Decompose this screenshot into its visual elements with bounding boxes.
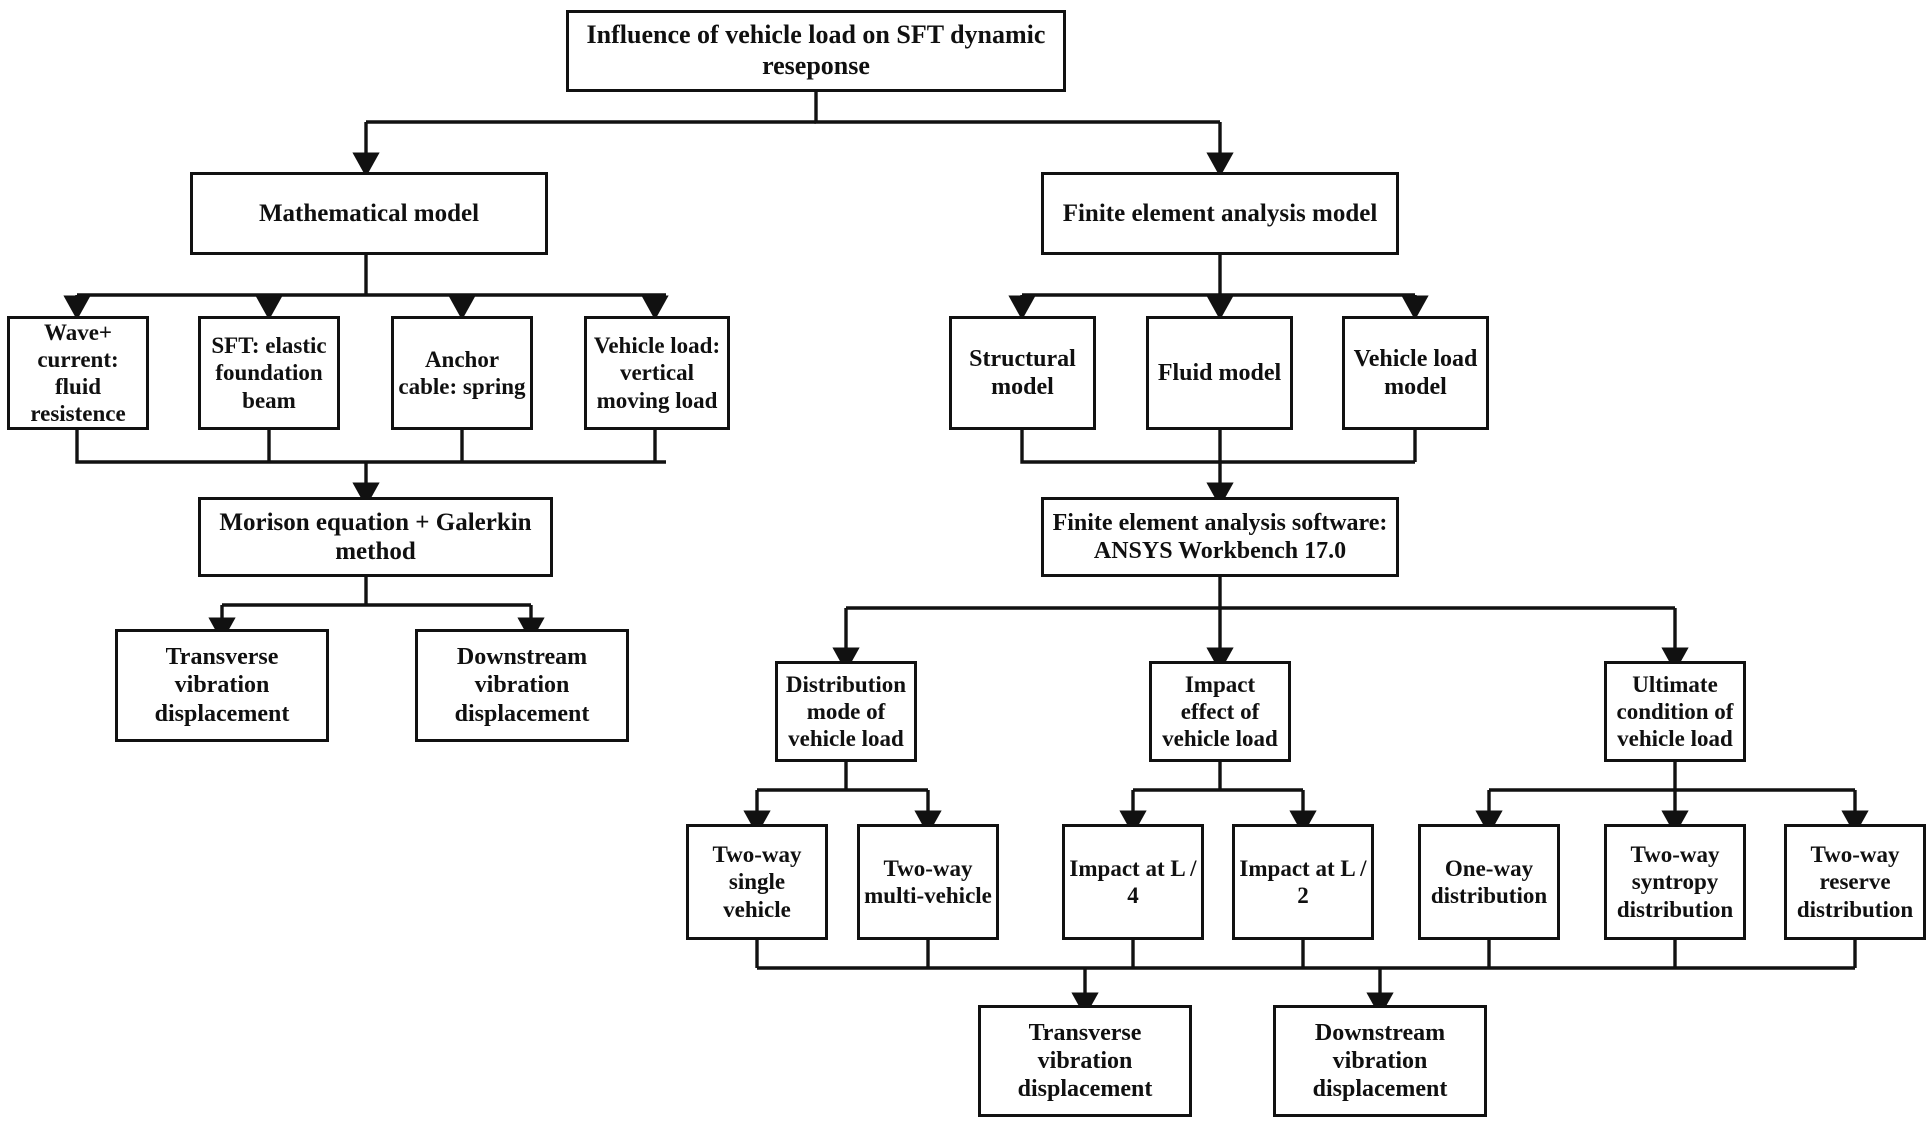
node-leaf-two-way-multi[interactable]: Two-way multi-vehicle bbox=[857, 824, 999, 940]
node-sft-beam[interactable]: SFT: elastic foundation beam bbox=[198, 316, 340, 430]
node-root-label: Influence of vehicle load on SFT dynamic… bbox=[586, 20, 1046, 80]
node-leaf-impact-l2-label: Impact at L / 2 bbox=[1239, 855, 1367, 908]
node-fea-output-transverse-label: Transverse vibration displacement bbox=[1017, 1019, 1153, 1103]
node-wave-current[interactable]: Wave+ current: fluid resistence bbox=[7, 316, 149, 430]
node-distribution-mode[interactable]: Distribution mode of vehicle load bbox=[775, 661, 917, 762]
node-morison-galerkin-label: Morison equation + Galerkin method bbox=[219, 508, 532, 566]
node-mathematical-model[interactable]: Mathematical model bbox=[190, 172, 548, 255]
node-wave-current-label: Wave+ current: fluid resistence bbox=[30, 319, 126, 427]
node-leaf-impact-l4[interactable]: Impact at L / 4 bbox=[1062, 824, 1204, 940]
node-impact-effect[interactable]: Impact effect of vehicle load bbox=[1149, 661, 1291, 762]
node-vehicle-load-moving[interactable]: Vehicle load: vertical moving load bbox=[584, 316, 730, 430]
node-anchor-cable[interactable]: Anchor cable: spring bbox=[391, 316, 533, 430]
node-math-output-transverse-label: Transverse vibration displacement bbox=[154, 644, 290, 727]
node-fea-output-downstream-label: Downstream vibration displacement bbox=[1312, 1019, 1448, 1103]
node-leaf-one-way-distribution[interactable]: One-way distribution bbox=[1418, 824, 1560, 940]
node-structural-model[interactable]: Structural model bbox=[949, 316, 1096, 430]
node-ultimate-condition[interactable]: Ultimate condition of vehicle load bbox=[1604, 661, 1746, 762]
node-fea-output-transverse[interactable]: Transverse vibration displacement bbox=[978, 1005, 1192, 1117]
node-vehicle-load-model-label: Vehicle load model bbox=[1353, 345, 1478, 400]
node-math-output-downstream-label: Downstream vibration displacement bbox=[454, 644, 590, 727]
node-structural-model-label: Structural model bbox=[969, 345, 1076, 400]
node-leaf-two-way-single[interactable]: Two-way single vehicle bbox=[686, 824, 828, 940]
node-morison-galerkin[interactable]: Morison equation + Galerkin method bbox=[198, 497, 553, 577]
node-sft-beam-label: SFT: elastic foundation beam bbox=[211, 333, 327, 413]
node-impact-effect-label: Impact effect of vehicle load bbox=[1162, 671, 1278, 752]
node-mathematical-model-label: Mathematical model bbox=[258, 199, 480, 227]
node-leaf-two-way-single-label: Two-way single vehicle bbox=[712, 842, 802, 922]
node-fluid-model[interactable]: Fluid model bbox=[1146, 316, 1293, 430]
node-vehicle-load-moving-label: Vehicle load: vertical moving load bbox=[593, 333, 721, 413]
node-math-output-downstream[interactable]: Downstream vibration displacement bbox=[415, 629, 629, 742]
node-math-output-transverse[interactable]: Transverse vibration displacement bbox=[115, 629, 329, 742]
node-leaf-two-way-syntropy-label: Two-way syntropy distribution bbox=[1616, 842, 1734, 922]
node-vehicle-load-model[interactable]: Vehicle load model bbox=[1342, 316, 1489, 430]
node-leaf-two-way-reserve-label: Two-way reserve distribution bbox=[1796, 842, 1914, 922]
node-fea-model[interactable]: Finite element analysis model bbox=[1041, 172, 1399, 255]
node-fea-output-downstream[interactable]: Downstream vibration displacement bbox=[1273, 1005, 1487, 1117]
node-fea-model-label: Finite element analysis model bbox=[1062, 199, 1378, 227]
node-leaf-two-way-syntropy[interactable]: Two-way syntropy distribution bbox=[1604, 824, 1746, 940]
node-leaf-one-way-distribution-label: One-way distribution bbox=[1430, 855, 1548, 908]
node-ultimate-condition-label: Ultimate condition of vehicle load bbox=[1616, 671, 1734, 752]
node-root[interactable]: Influence of vehicle load on SFT dynamic… bbox=[566, 10, 1066, 92]
node-leaf-impact-l4-label: Impact at L / 4 bbox=[1069, 855, 1197, 908]
node-fluid-model-label: Fluid model bbox=[1157, 359, 1282, 386]
node-anchor-cable-label: Anchor cable: spring bbox=[398, 346, 526, 399]
node-leaf-impact-l2[interactable]: Impact at L / 2 bbox=[1232, 824, 1374, 940]
node-ansys-software[interactable]: Finite element analysis software: ANSYS … bbox=[1041, 497, 1399, 577]
node-ansys-software-label: Finite element analysis software: ANSYS … bbox=[1052, 509, 1388, 564]
node-leaf-two-way-reserve[interactable]: Two-way reserve distribution bbox=[1784, 824, 1926, 940]
node-distribution-mode-label: Distribution mode of vehicle load bbox=[785, 671, 907, 752]
node-leaf-two-way-multi-label: Two-way multi-vehicle bbox=[864, 855, 992, 908]
